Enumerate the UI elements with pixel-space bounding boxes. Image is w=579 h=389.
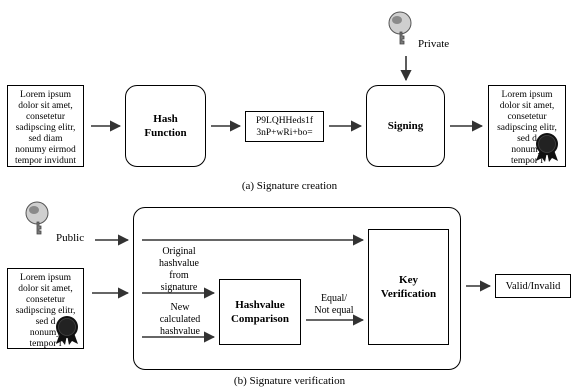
signing-label: Signing xyxy=(387,120,424,132)
result-box: Valid/Invalid xyxy=(495,274,571,298)
hash-function-label: Hash Function xyxy=(144,113,187,139)
private-key-label: Private xyxy=(418,38,450,50)
key-verification-label: Key Verification xyxy=(380,274,437,300)
hash-value-box: P9LQHHeds1f 3nP+wRi+bo= xyxy=(245,111,324,142)
input-document-text: Lorem ipsum dolor sit amet, consetetur s… xyxy=(15,90,76,166)
verification-seal-icon xyxy=(56,316,78,345)
public-key-icon xyxy=(25,201,49,235)
new-hashvalue-label: New calculated hashvalue xyxy=(159,302,201,337)
private-key-icon xyxy=(388,11,412,45)
hash-value-text: P9LQHHeds1f 3nP+wRi+bo= xyxy=(256,116,313,138)
hashvalue-comparison-label: Hashvalue Comparison xyxy=(230,299,290,325)
hash-function-box: Hash Function xyxy=(125,85,206,167)
seal-icon xyxy=(536,133,558,162)
original-hashvalue-label: Original hashvalue from signature xyxy=(159,246,199,293)
verification-container xyxy=(133,207,461,370)
signed-document-text: Lorem ipsum dolor sit amet, consetetur s… xyxy=(497,90,557,166)
equal-not-equal-label: Equal/ Not equal xyxy=(314,293,354,316)
verification-signed-document-text: Lorem ipsum dolor sit amet, consetetur s… xyxy=(15,273,76,349)
caption-signature-creation: (a) Signature creation xyxy=(241,180,338,192)
result-label: Valid/Invalid xyxy=(505,280,561,292)
caption-signature-verification: (b) Signature verification xyxy=(233,375,346,387)
hashvalue-comparison-box: Hashvalue Comparison xyxy=(219,279,301,345)
input-document: Lorem ipsum dolor sit amet, consetetur s… xyxy=(7,85,84,167)
public-key-label: Public xyxy=(56,232,85,244)
signing-box: Signing xyxy=(366,85,445,167)
key-verification-box: Key Verification xyxy=(368,229,449,345)
